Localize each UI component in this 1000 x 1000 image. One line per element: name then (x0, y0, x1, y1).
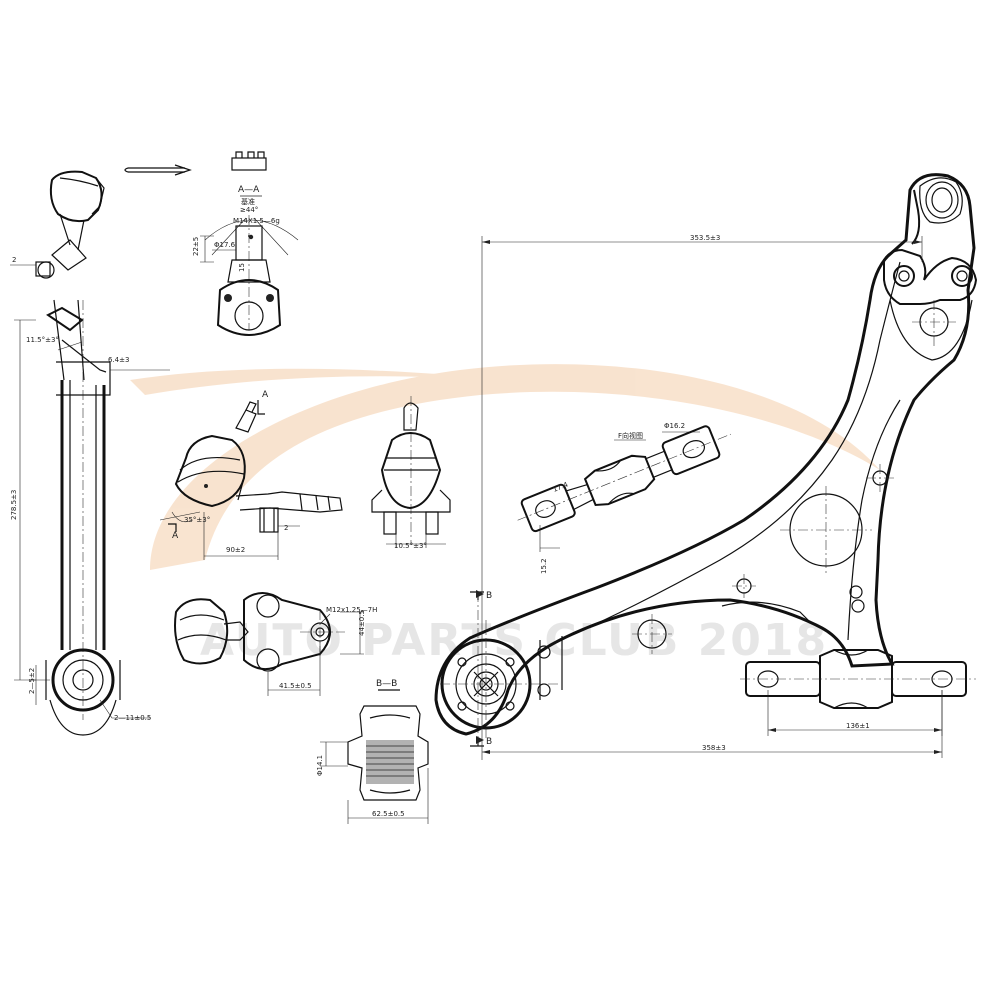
svg-text:≥44°: ≥44° (240, 206, 258, 214)
svg-text:F向视图: F向视图 (618, 431, 643, 440)
svg-text:358±3: 358±3 (702, 744, 726, 752)
svg-text:M12x1.25—7H: M12x1.25—7H (326, 606, 377, 614)
rear-link-view: 278.5±3 11.5°±3° 6.4±3 2 2—11±0.5 2—5±2 (10, 170, 170, 736)
section-bb-label: B—B (376, 679, 397, 689)
svg-text:35°±3°: 35°±3° (184, 516, 210, 524)
ball-joint-flange-view: 44±0.5 M12x1.25—7H 41.5±0.5 (174, 592, 377, 696)
watermark-swoosh (150, 364, 880, 570)
svg-text:15.2: 15.2 (540, 558, 548, 574)
section-aa-view: 基准 ≥44° M14X1.5—6g 22±5 Φ17.6 15 (192, 195, 299, 336)
cotter-pin (124, 164, 192, 176)
svg-text:41.5±0.5: 41.5±0.5 (279, 682, 312, 690)
section-bb-view: 62.5±0.5 Φ14.1 (316, 689, 429, 824)
svg-text:136±1: 136±1 (846, 722, 870, 730)
svg-text:Φ14.1: Φ14.1 (316, 755, 324, 776)
section-aa-label: A—A (238, 185, 260, 195)
watermark-text: AUTO PARTS CLUB 2018 (200, 615, 828, 666)
svg-text:2—5±2: 2—5±2 (28, 668, 36, 694)
svg-text:A: A (262, 390, 269, 400)
section-b-bottom-label: B (486, 737, 492, 747)
svg-text:Φ17.6: Φ17.6 (214, 241, 236, 249)
ball-joint-front-view: 10.5°±3° (371, 396, 451, 550)
svg-text:90±2: 90±2 (226, 546, 245, 554)
svg-text:A: A (172, 531, 179, 541)
svg-text:278.5±3: 278.5±3 (10, 490, 18, 520)
svg-text:15: 15 (238, 263, 246, 272)
svg-text:22±5: 22±5 (192, 237, 200, 256)
svg-text:基准: 基准 (241, 197, 255, 206)
watermark-logo (130, 364, 880, 570)
castle-nut (231, 151, 267, 171)
arm-dimensions: 353.5±3 358±3 136±1 (481, 234, 943, 760)
ball-joint-side-view: A 90±2 35°±3° 2 A (159, 390, 343, 560)
svg-text:353.5±3: 353.5±3 (690, 234, 720, 242)
svg-text:10.5°±3°: 10.5°±3° (394, 542, 427, 550)
svg-text:44±0.5: 44±0.5 (358, 610, 366, 636)
front-bushing-view: F向视图 Φ16.2 15.2 17.4 (517, 422, 731, 574)
svg-text:6.4±3: 6.4±3 (108, 356, 129, 364)
svg-text:2: 2 (284, 524, 288, 532)
lower-control-arm (434, 173, 978, 747)
svg-text:2: 2 (12, 256, 16, 264)
svg-text:62.5±0.5: 62.5±0.5 (372, 810, 405, 818)
watermark-swoosh-2 (130, 368, 560, 395)
svg-text:Φ16.2: Φ16.2 (664, 422, 685, 430)
section-b-top-label: B (486, 591, 492, 601)
svg-text:11.5°±3°: 11.5°±3° (26, 336, 59, 344)
